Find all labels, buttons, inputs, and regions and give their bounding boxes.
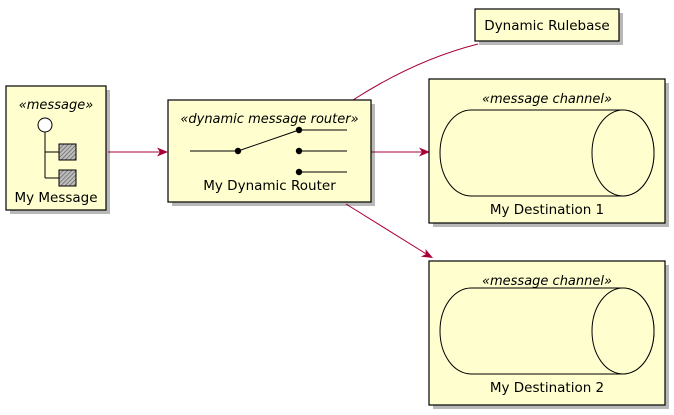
router-switch-icon <box>190 126 347 176</box>
destination2-node[interactable]: «message channel» My Destination 2 <box>428 260 669 409</box>
channel-pipe-icon <box>439 287 655 375</box>
message-node[interactable]: «message» My Message <box>5 85 110 214</box>
message-icon <box>37 117 77 187</box>
edge-message-to-router <box>108 147 168 157</box>
destination1-label: My Destination 1 <box>490 202 604 218</box>
destination2-stereotype: «message channel» <box>482 274 612 289</box>
rulebase-label: Dynamic Rulebase <box>484 18 609 34</box>
destination1-node[interactable]: «message channel» My Destination 1 <box>428 78 669 227</box>
router-stereotype: «dynamic message router» <box>180 112 358 127</box>
router-node[interactable]: «dynamic message router» My Dynamic Rout… <box>167 99 375 206</box>
edge-router-to-destination2 <box>345 203 433 258</box>
edge-router-to-destination1 <box>371 147 430 157</box>
rulebase-node[interactable]: Dynamic Rulebase <box>474 8 623 45</box>
message-stereotype: «message» <box>19 98 93 113</box>
channel-pipe-icon <box>439 109 655 197</box>
destination2-label: My Destination 2 <box>490 380 604 396</box>
edge-router-to-rulebase <box>352 43 479 101</box>
message-label: My Message <box>14 190 97 206</box>
destination1-stereotype: «message channel» <box>482 92 612 107</box>
router-label: My Dynamic Router <box>203 178 336 194</box>
